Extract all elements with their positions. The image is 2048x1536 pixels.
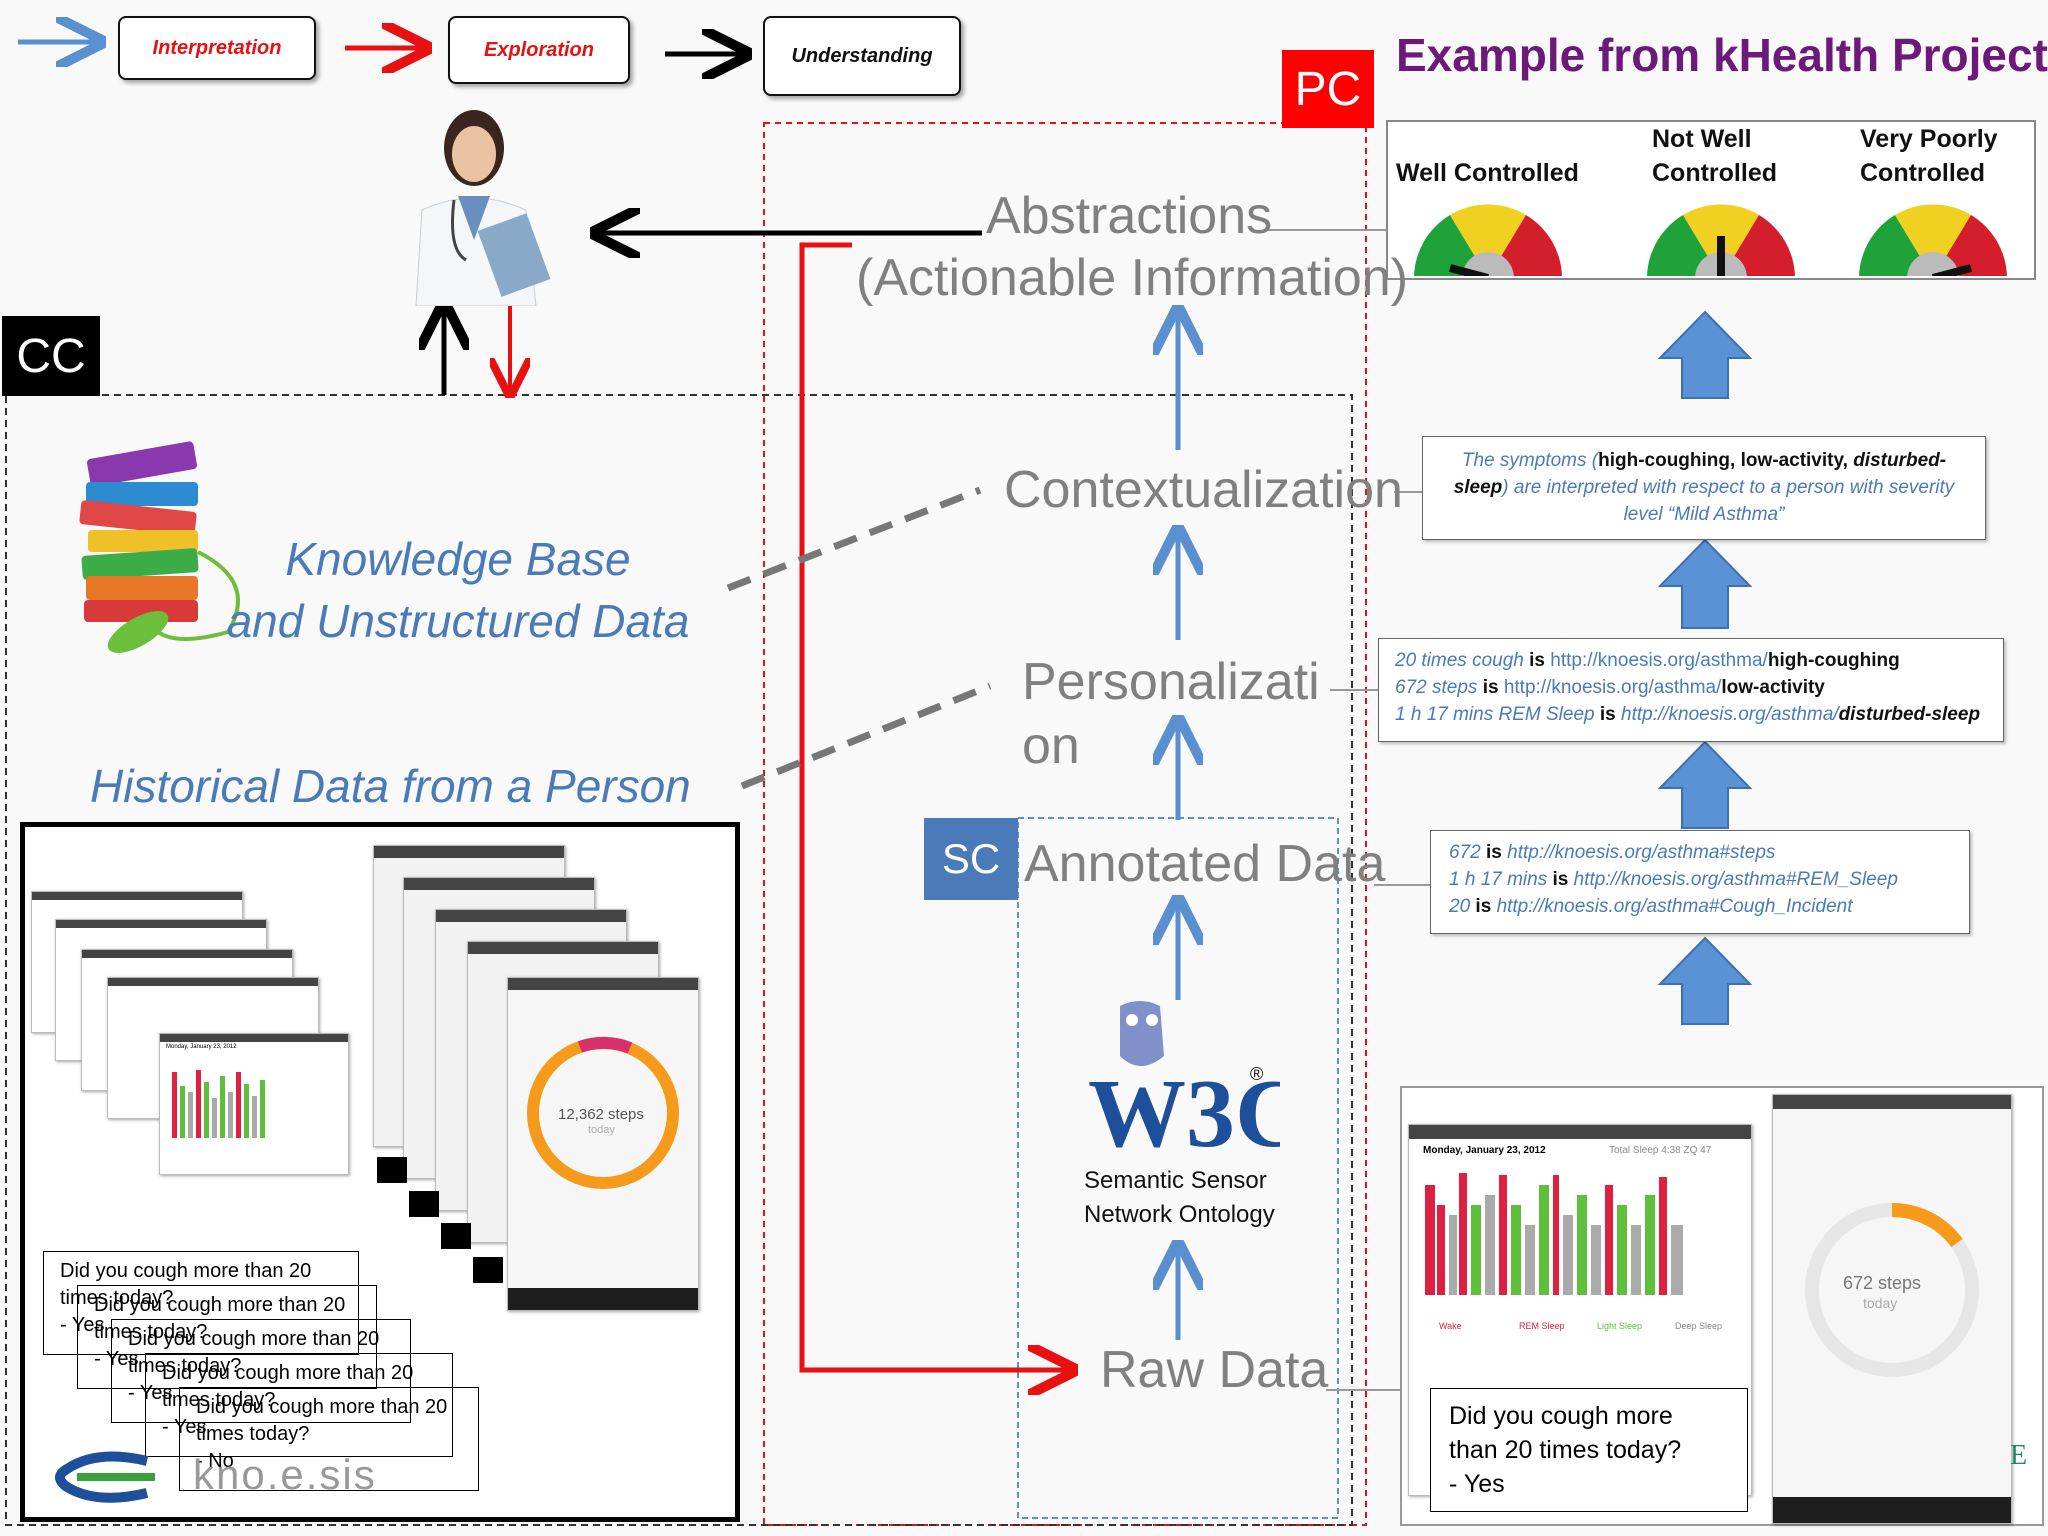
personal-row: 20 times cough is http://knoesis.org/ast…: [1395, 650, 1900, 671]
annotated-row: 672 is http://knoesis.org/asthma#steps: [1449, 842, 1776, 863]
phone-status-bar: [1409, 1125, 1751, 1139]
raw-data-label: Raw Data: [1100, 1341, 1329, 1399]
sc-tag: SC: [924, 818, 1018, 900]
kb-connector: [726, 486, 982, 592]
steps-count-large: 672 steps: [1843, 1273, 1922, 1293]
legend-light: Light Sleep: [1597, 1321, 1643, 1331]
gauge-dials: [1414, 204, 2007, 276]
ssn-label-2: Network Ontology: [1084, 1201, 1275, 1228]
kb-label-2: and Unstructured Data: [226, 595, 690, 647]
legend-exploration: Exploration: [448, 16, 630, 84]
sleep-mini-bars: [172, 1070, 265, 1138]
annotated-row: 20 is http://knoesis.org/asthma#Cough_In…: [1449, 896, 1853, 917]
w3c-registered-mark: ®: [1250, 1064, 1263, 1084]
cc-region: [5, 394, 1353, 1526]
abstractions-label: Abstractions: [986, 187, 1273, 245]
historical-data-panel: Monday, January 23, 2012 12,362 steps to…: [20, 822, 740, 1522]
block-arrow-1: [1657, 310, 1753, 1025]
books-illustration: [79, 441, 240, 653]
raw-data-example-panel: Monday, January 23, 2012 Total Sleep 4:3…: [1400, 1086, 2044, 1526]
steps-count-small: 12,362 steps: [558, 1106, 644, 1123]
personalization-label-1: Personalizati: [1022, 653, 1320, 711]
knoesis-logo-text: kno.e.sis: [193, 1451, 377, 1498]
gauge-label-notwell-2: Controlled: [1652, 159, 1777, 187]
w3c-owl-logo: W3C ®: [1088, 1001, 1280, 1156]
gauge-poor: [1859, 204, 2007, 276]
contextualization-box: The symptoms (high-coughing, low-activit…: [1422, 436, 1986, 540]
gauge-notwell: [1647, 204, 1795, 276]
pc-tag: PC: [1282, 50, 1374, 128]
gauge-label-notwell-1: Not Well: [1652, 125, 1752, 153]
knoesis-logo-mark: [55, 1451, 155, 1503]
steps-ring: [1805, 1202, 1979, 1377]
steps-phone-screenshot: 672 steps today: [1772, 1094, 2012, 1524]
black-block: [409, 1191, 439, 1217]
personal-row: 672 steps is http://knoesis.org/asthma/l…: [1395, 677, 1825, 698]
personal-row: 1 h 17 mins REM Sleep is http://knoesis.…: [1395, 704, 1981, 725]
context-box-text-2: ) are interpreted with respect to a pers…: [1502, 477, 1955, 525]
contextualization-label: Contextualization: [1004, 461, 1403, 519]
total-sleep: Total Sleep 4:38 ZQ 47: [1609, 1145, 1712, 1156]
black-block: [441, 1223, 471, 1249]
phone-nav-bar: [1773, 1497, 2011, 1523]
sleep-date: Monday, January 23, 2012: [1423, 1145, 1546, 1156]
personalization-box: 20 times cough is http://knoesis.org/ast…: [1378, 638, 2004, 742]
annotated-row: 1 h 17 mins is http://knoesis.org/asthma…: [1449, 869, 1898, 890]
sleep-screenshot-front: Monday, January 23, 2012: [159, 1033, 349, 1175]
black-block: [377, 1157, 407, 1183]
gauge-panel: Well Controlled Not Well Controlled Very…: [1386, 120, 2036, 280]
legend-understanding: Understanding: [763, 16, 961, 96]
gauge-well: [1414, 204, 1562, 276]
doctor-illustration: [415, 110, 551, 306]
gauge-label-poor-2: Controlled: [1860, 159, 1985, 187]
gauge-label-well: Well Controlled: [1396, 159, 1579, 187]
legend-rem: REM Sleep: [1519, 1321, 1565, 1331]
context-box-bold-italic: disturbed-sleep: [1453, 450, 1947, 498]
example-title: Example from kHealth Project: [1396, 29, 2048, 81]
exploration-path: [799, 242, 1068, 1370]
w3c-logo-text: W3C: [1088, 1060, 1280, 1156]
kb-label-1: Knowledge Base: [285, 533, 631, 585]
cough-question-large: Did you cough more than 20 times today? …: [1430, 1388, 1748, 1512]
corner-letter: E: [2010, 1440, 2028, 1471]
legend-deep: Deep Sleep: [1675, 1321, 1723, 1331]
pc-region: [763, 122, 1367, 1526]
gauge-label-poor-1: Very Poorly: [1860, 125, 1998, 153]
phone-status-bar: [1773, 1095, 2011, 1109]
sleep-bars: [1425, 1173, 1683, 1295]
abstractions-sub-label: (Actionable Information): [856, 249, 1409, 307]
legend-interpretation: Interpretation: [118, 16, 316, 80]
black-block: [473, 1257, 503, 1283]
legend-wake: Wake: [1439, 1321, 1462, 1331]
cc-tag: CC: [2, 316, 100, 396]
ssn-label-1: Semantic Sensor: [1084, 1167, 1267, 1194]
context-box-bold: high-coughing, low-activity,: [1598, 450, 1854, 471]
annotated-box: 672 is http://knoesis.org/asthma#steps 1…: [1430, 830, 1970, 934]
steps-today-small: today: [588, 1124, 615, 1136]
annotated-label: Annotated Data: [1024, 835, 1386, 893]
steps-today: today: [1863, 1295, 1898, 1311]
historical-connector: [740, 682, 992, 790]
context-box-text-1: The symptoms (: [1461, 450, 1599, 471]
phone-nav-bar: [508, 1288, 698, 1310]
personalization-label-2: on: [1022, 717, 1080, 775]
steps-mini-ring: [527, 1036, 679, 1189]
steps-screenshot-front: 12,362 steps today: [507, 977, 699, 1311]
historical-label: Historical Data from a Person: [90, 760, 691, 812]
